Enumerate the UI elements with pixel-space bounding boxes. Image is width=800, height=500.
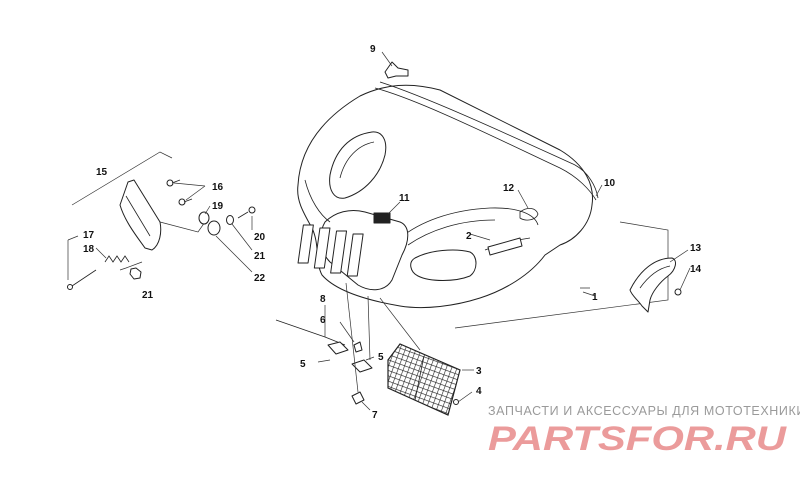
part-6-nut: [353, 341, 363, 353]
headlight-bracket-assembly: [67, 151, 256, 290]
part-22-bushing: [207, 220, 221, 236]
callout-7: 7: [372, 410, 378, 421]
callout-6: 6: [320, 315, 326, 326]
callout-9: 9: [370, 44, 376, 55]
callout-15: 15: [96, 167, 108, 178]
latch-rod-assembly: [275, 282, 373, 405]
callout-16: 16: [212, 182, 224, 193]
part-5-clip-b: [351, 359, 373, 373]
part-10-trim-strip: [379, 81, 599, 199]
callout-1: 1: [592, 292, 598, 303]
watermark-logo: PARTSFOR.RU: [488, 420, 788, 458]
callout-17: 17: [83, 230, 95, 241]
callout-2: 2: [466, 231, 472, 242]
callout-4: 4: [476, 386, 482, 397]
part-18-spring: [104, 255, 130, 263]
callout-19: 19: [212, 201, 224, 212]
callout-20: 20: [254, 232, 266, 243]
part-7-nut: [351, 391, 365, 405]
callouts: 1 2 3 4 5 5 6 7 8 9 10 11 12 13 14 15 16…: [83, 44, 702, 421]
callout-21b: 21: [142, 290, 154, 301]
callout-14: 14: [690, 264, 702, 275]
bolt-16b: [178, 198, 193, 206]
part-5-clip-a: [327, 341, 349, 355]
watermark-tagline: ЗАПЧАСТИ И АКСЕССУАРЫ ДЛЯ МОТОТЕХНИКИ: [488, 404, 800, 418]
part-17-screw: [67, 269, 97, 290]
part-21-washer-lower: [129, 267, 142, 280]
part-20-bolt: [237, 206, 256, 219]
part-3-grille-mesh: [387, 343, 461, 416]
callout-12: 12: [503, 183, 515, 194]
part-21-washer: [226, 215, 234, 225]
callout-21a: 21: [254, 251, 266, 262]
callout-18: 18: [83, 244, 95, 255]
callout-22: 22: [254, 273, 266, 284]
part-9-clip: [384, 61, 409, 79]
hood-assembly: [297, 84, 597, 309]
callout-8: 8: [320, 294, 326, 305]
callout-5b: 5: [378, 352, 384, 363]
callout-11: 11: [399, 193, 410, 204]
callout-13: 13: [690, 243, 702, 254]
callout-5a: 5: [300, 359, 306, 370]
side-bracket: [629, 257, 682, 313]
part-19-bushing: [198, 211, 210, 225]
bolt-16a: [166, 179, 181, 187]
part-4-fastener: [453, 399, 459, 405]
callout-10: 10: [604, 178, 616, 189]
part-8-rod: [275, 319, 346, 346]
callout-3: 3: [476, 366, 482, 377]
leader-lines: [67, 51, 691, 411]
